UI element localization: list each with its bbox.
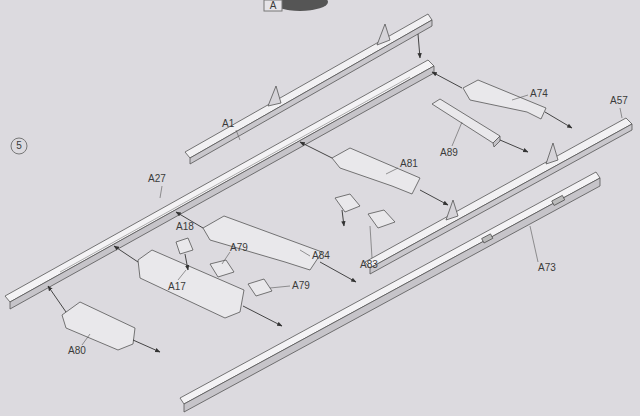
step-circle: [11, 138, 27, 154]
part-number: A89: [440, 147, 458, 159]
step-number: 5: [16, 140, 22, 152]
part-number: A27: [148, 173, 166, 185]
part-number: A83: [360, 259, 378, 271]
part-number: A18: [176, 221, 194, 233]
part-number: A80: [68, 345, 86, 357]
tab-box: [264, 0, 282, 11]
part-number: A74: [530, 88, 548, 100]
part-number: A73: [538, 262, 556, 274]
part-number: A84: [312, 250, 330, 262]
leader-lines: [82, 95, 622, 345]
frame-rails: [5, 14, 632, 412]
assembly-arrows: [48, 34, 572, 352]
part-number: A57: [610, 95, 628, 107]
part-number: A1: [222, 118, 234, 130]
part-number: A79: [292, 280, 310, 292]
part-number: A17: [168, 281, 186, 293]
part-number: A81: [400, 158, 418, 170]
tab-letter: A: [270, 0, 277, 12]
cross-members: [62, 80, 546, 350]
part-number: A79: [230, 242, 248, 254]
